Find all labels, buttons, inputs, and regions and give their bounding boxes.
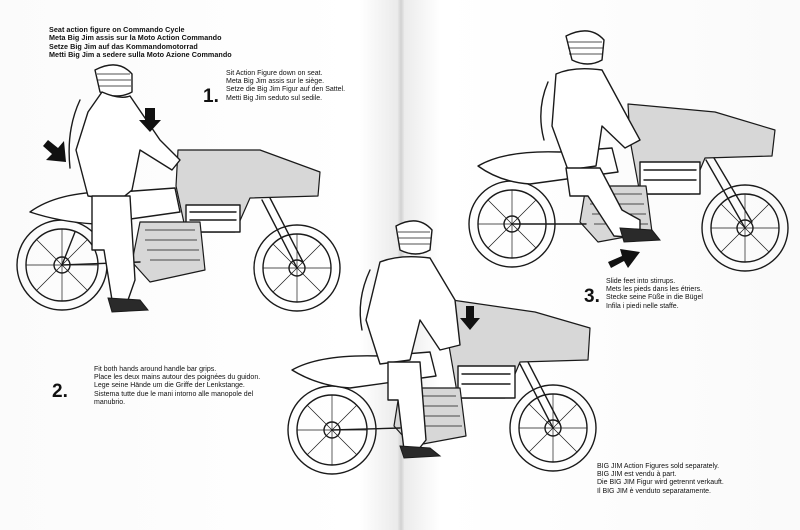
step-line-de: Stecke seine Füße in die Bügel xyxy=(606,294,703,302)
motorcycle-drawing xyxy=(16,64,341,313)
step-line-de: Setze die Big Jim Figur auf den Sattel. xyxy=(226,86,346,94)
step-line-fr: Meta Big Jim assis sur le siège. xyxy=(226,78,325,86)
down-arrow-icon xyxy=(460,306,480,330)
step-line-en: Slide feet into stirrups. xyxy=(606,278,676,285)
step-number: 2. xyxy=(52,381,68,402)
motorcycle-drawing xyxy=(468,30,789,272)
step-line-it: Sistema tutte due le mani intorno alle m… xyxy=(94,390,254,398)
right-arrow-icon xyxy=(608,249,640,268)
step-instructions: Sit Action Figure down on seat. Meta Big… xyxy=(226,70,345,103)
headline-line-fr: Meta Big Jim assis sur la Moto Action Co… xyxy=(49,33,222,43)
motorcycle-drawing xyxy=(287,220,597,475)
step-line-fr: Mets les pieds dans les étriers. xyxy=(606,286,703,294)
note-line-it: Il BIG JIM è venduto separatamente. xyxy=(597,487,712,495)
headline-line-de: Setze Big Jim auf das Kommandomotorrad xyxy=(49,41,198,51)
headline: Seat action figure on Commando Cycle Met… xyxy=(49,25,232,59)
sold-separately-note: BIG JIM Action Figures sold separately. … xyxy=(597,463,724,496)
step-line-it: Infila i piedi nelle staffe. xyxy=(606,302,679,310)
step-line-en: Fit both hands around handle bar grips. xyxy=(94,366,217,373)
step-number: 3. xyxy=(584,286,600,307)
down-arrow-icon xyxy=(43,140,66,162)
down-arrow-icon xyxy=(139,108,161,132)
note-line-fr: BIG JIM est vendu à part. xyxy=(597,471,677,479)
headline-line-en: Seat action figure on Commando Cycle xyxy=(49,25,185,34)
step-number: 1. xyxy=(203,86,219,107)
step-line-fr: Place les deux mains autour des poignées… xyxy=(94,374,261,382)
note-line-de: Die BIG JIM Figur wird getrennt verkauft… xyxy=(597,479,724,487)
step-line-de: Lege seine Hände um die Griffe der Lenks… xyxy=(94,382,245,390)
step-line-en: Sit Action Figure down on seat. xyxy=(226,70,323,77)
headline-line-it: Metti Big Jim a sedere sulla Moto Azione… xyxy=(49,49,232,59)
step-instructions: Fit both hands around handle bar grips. … xyxy=(94,366,260,407)
note-line-en: BIG JIM Action Figures sold separately. xyxy=(597,463,720,470)
step-line-it: Metti Big Jim seduto sul sedile. xyxy=(226,94,323,102)
step-line-it-cont: manubrio. xyxy=(94,398,126,406)
step-instructions: Slide feet into stirrups. Mets les pieds… xyxy=(606,278,703,311)
